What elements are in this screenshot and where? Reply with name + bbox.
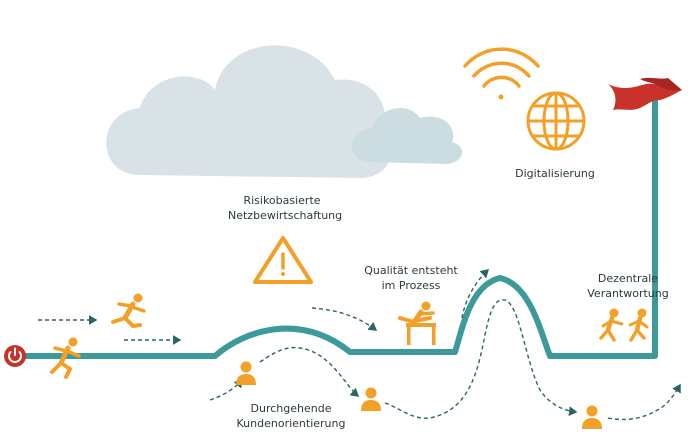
label-quality-line1: Qualität entsteht [364, 264, 458, 277]
flow-arrows [38, 269, 681, 421]
person-icon [236, 361, 256, 385]
label-customer: Durchgehende Kundenorientierung [232, 401, 350, 431]
label-risk-line2: Netzbewirtschaftung [228, 209, 343, 222]
label-risk: Risikobasierte Netzbewirtschaftung [228, 193, 343, 223]
label-decentral: Dezentrale Verantwortung [576, 271, 680, 301]
small-cloud-icon [351, 107, 463, 164]
relay-runners-icon [599, 308, 649, 342]
flag-icon [608, 77, 682, 110]
label-digital: Digitalisierung [500, 166, 610, 181]
label-quality-line2: im Prozess [381, 279, 441, 292]
label-digital-text: Digitalisierung [515, 167, 595, 180]
label-customer-line1: Durchgehende [250, 402, 332, 415]
track-line [22, 90, 658, 359]
person-icon [582, 405, 602, 429]
runner-icon [50, 337, 81, 379]
label-quality: Qualität entsteht im Prozess [356, 263, 466, 293]
hurdler-icon [398, 301, 436, 345]
warning-icon [253, 236, 313, 284]
power-icon [4, 345, 26, 367]
sprinter-icon [111, 293, 146, 328]
globe-icon [526, 91, 586, 151]
label-customer-line2: Kundenorientierung [236, 417, 346, 430]
label-decentral-line1: Dezentrale [597, 272, 659, 285]
wifi-icon [463, 47, 540, 100]
label-decentral-line2: Verantwortung [587, 287, 669, 300]
person-icon [361, 387, 381, 411]
cloud-icon [106, 45, 391, 179]
label-risk-line1: Risikobasierte [243, 194, 321, 207]
